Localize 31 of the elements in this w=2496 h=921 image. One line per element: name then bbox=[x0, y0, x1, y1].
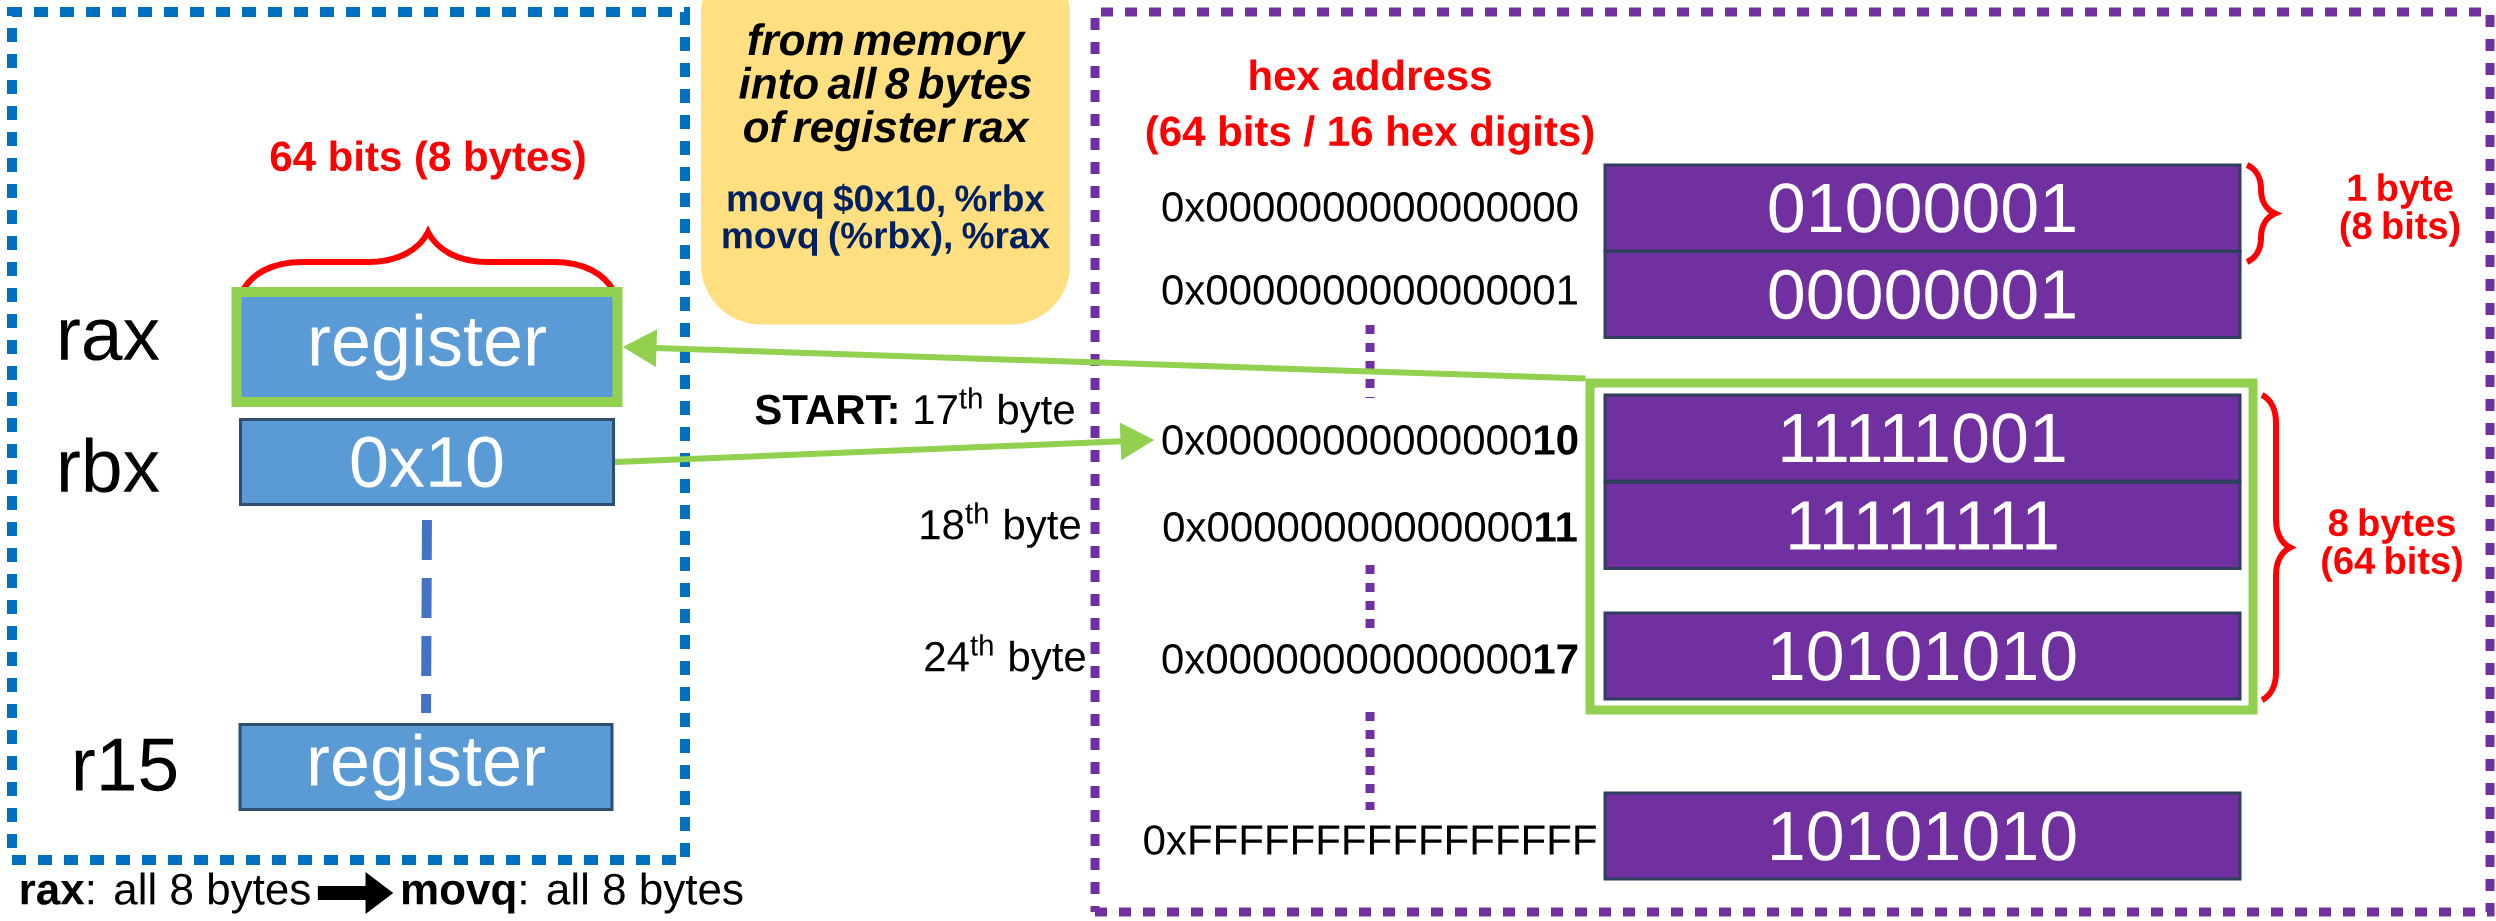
heading-text: 64 bits (8 bytes) bbox=[270, 140, 585, 180]
address-text: 24$^{th}$ byte bbox=[925, 634, 1085, 680]
highlight-frame bbox=[1585, 378, 2258, 715]
address-text: 0x0000000000000011 bbox=[1163, 512, 1577, 542]
memory-cell: 11111001 bbox=[1603, 393, 2242, 483]
heading-text: (64 bits / 16 hex digits) bbox=[1146, 115, 1594, 155]
memory-cell: 10101010 bbox=[1603, 611, 2242, 701]
register-box: register bbox=[238, 723, 614, 811]
note-text: rax: all 8 bytes bbox=[21, 872, 310, 914]
memory-cell: 10101010 bbox=[1603, 791, 2242, 881]
register-box: 0x10 bbox=[239, 418, 615, 506]
dotted-frame bbox=[1090, 7, 2495, 917]
address-text: 0x0000000000000000 bbox=[1162, 192, 1578, 222]
register-box: register bbox=[231, 287, 623, 407]
memory-cell: 00000001 bbox=[1603, 250, 2242, 339]
heading-text: hex address bbox=[1250, 59, 1491, 91]
address-text: 18$^{th}$ byte bbox=[921, 502, 1080, 548]
note-text: movq: all 8 bytes bbox=[402, 872, 743, 914]
dotted-frame bbox=[7, 7, 690, 865]
address-text: 0x0000000000000010 bbox=[1162, 425, 1578, 455]
address-text: START: 17$^{th}$ byte bbox=[755, 387, 1074, 433]
register-name: rax bbox=[60, 319, 160, 361]
memory-cell: 11111111 bbox=[1603, 481, 2242, 570]
memory-cell: 01000001 bbox=[1603, 163, 2242, 253]
register-name: r15 bbox=[75, 738, 177, 792]
register-name: rbx bbox=[60, 437, 160, 493]
address-text: 0x0000000000000001 bbox=[1162, 275, 1577, 305]
address-text: 0x0000000000000017 bbox=[1162, 644, 1578, 674]
note-box: from memory into all 8 bytes of register rax movq $0x10, %rbx movq (%rbx), %rax bbox=[701, 0, 1070, 325]
heading-text: 1 byte (8 bits) bbox=[2340, 173, 2460, 247]
heading-text: 8 bytes (64 bits) bbox=[2322, 508, 2462, 582]
